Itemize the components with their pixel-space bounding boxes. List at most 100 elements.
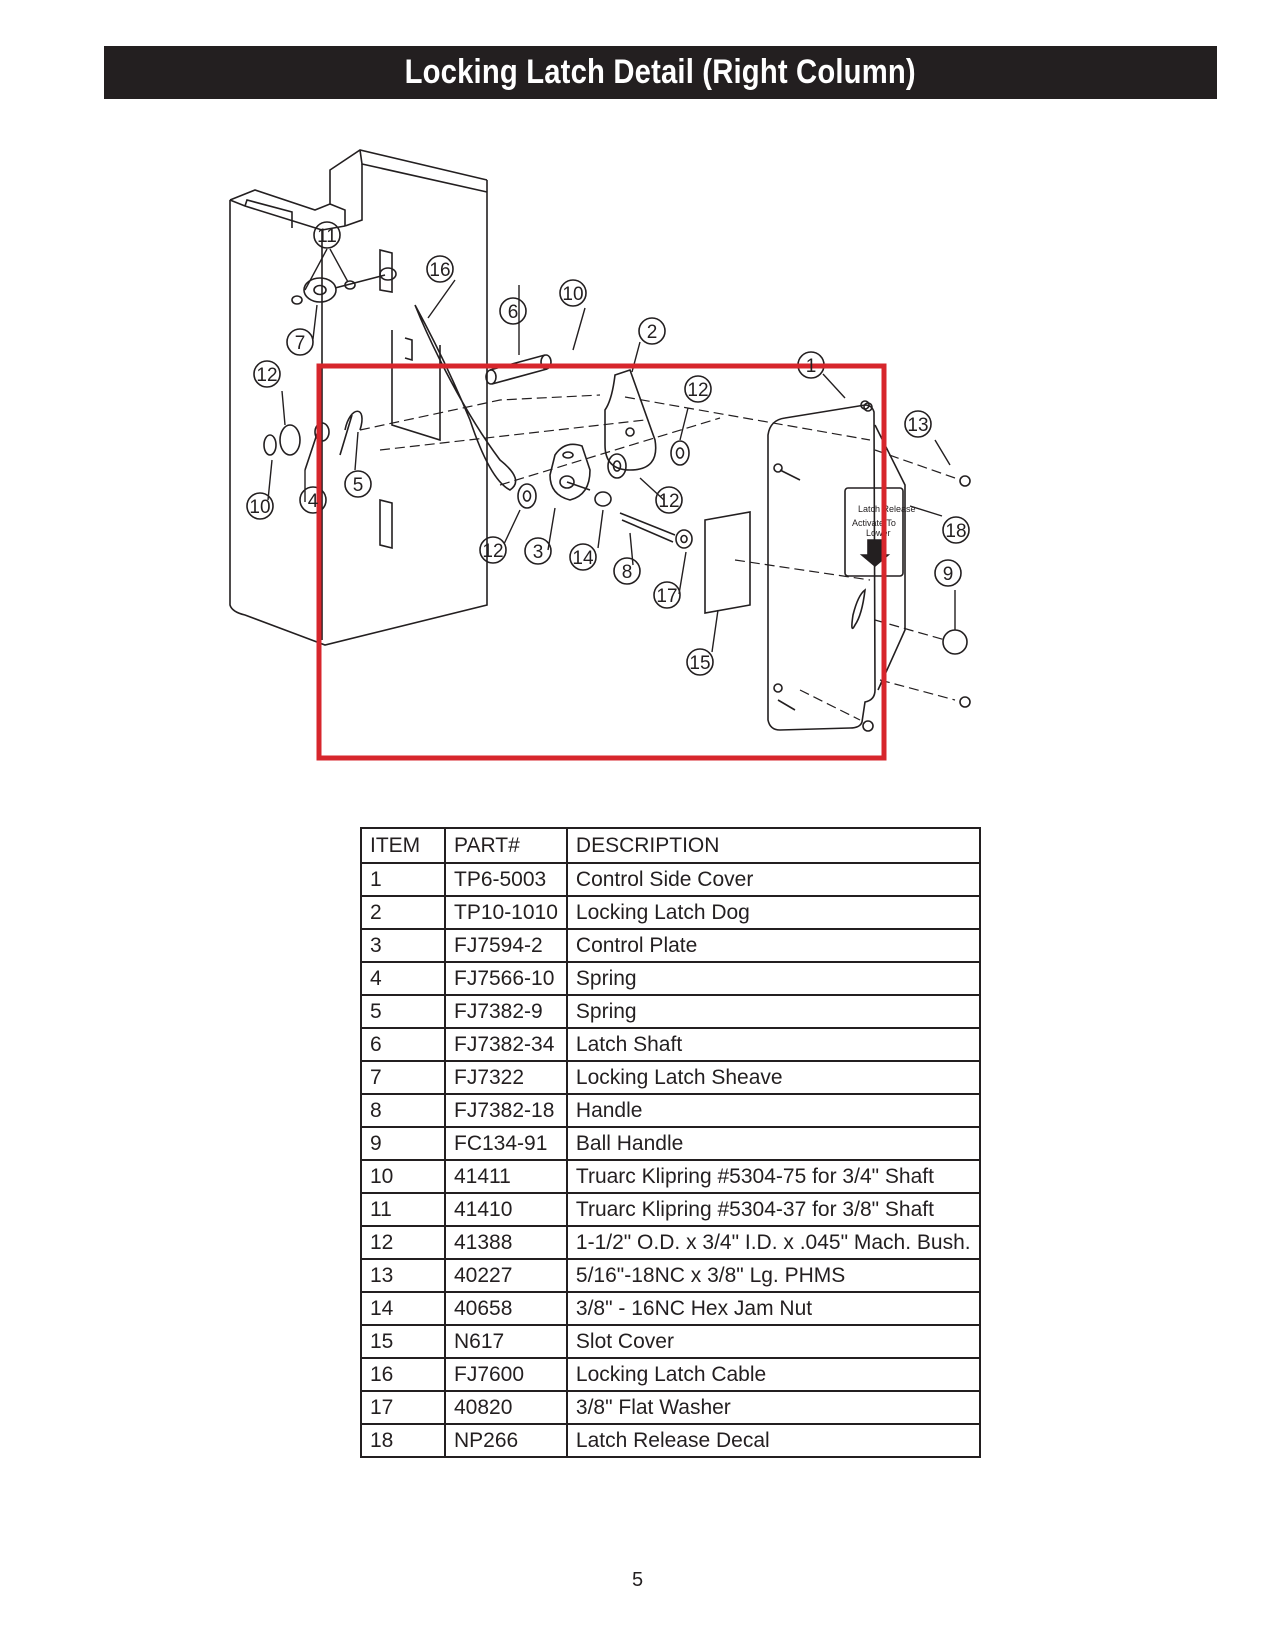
cell-description: Truarc Klipring #5304-37 for 3/8" Shaft — [565, 1192, 981, 1227]
cell-item: 15 — [360, 1324, 446, 1359]
cell-part-number: NP266 — [444, 1423, 568, 1458]
header-item: ITEM — [360, 827, 446, 864]
flat-washer-hole — [680, 534, 688, 544]
cell-part-number: 40227 — [444, 1258, 568, 1293]
cell-item: 12 — [360, 1225, 446, 1260]
cell-part-number: FJ7322 — [444, 1060, 568, 1095]
cell-description: Locking Latch Sheave — [565, 1060, 981, 1095]
cell-item: 13 — [360, 1258, 446, 1293]
cell-description: Ball Handle — [565, 1126, 981, 1161]
callout-labels: 11 16 10 6 2 12 1 13 7 12 12 10 4 5 12 3… — [249, 226, 966, 674]
cell-part-number: FJ7566-10 — [444, 961, 568, 996]
exploded-parts-diagram: Latch Release Activate To Lower — [0, 0, 1275, 800]
callout-11-top: 11 — [317, 226, 337, 247]
cell-item: 14 — [360, 1291, 446, 1326]
diagram-svg: Latch Release Activate To Lower — [229, 149, 971, 761]
column-outline — [229, 149, 488, 646]
callout-18: 18 — [945, 521, 966, 542]
cell-part-number: 40820 — [444, 1390, 568, 1425]
locking-latch-cable — [414, 304, 517, 491]
cell-part-number: FJ7382-34 — [444, 1027, 568, 1062]
callout-3: 3 — [533, 542, 544, 563]
cell-item: 8 — [360, 1093, 446, 1128]
cell-description: Latch Release Decal — [565, 1423, 981, 1458]
cell-item: 10 — [360, 1159, 446, 1194]
cell-part-number: 41411 — [444, 1159, 568, 1194]
hex-jam-nut — [594, 491, 612, 507]
callout-14: 14 — [572, 548, 594, 569]
callout-13: 13 — [907, 415, 928, 436]
cell-part-number: FJ7382-18 — [444, 1093, 568, 1128]
cell-item: 1 — [360, 862, 446, 897]
cell-item: 5 — [360, 994, 446, 1029]
callout-9: 9 — [943, 564, 954, 585]
slot-cover — [704, 511, 751, 614]
cell-description: Spring — [565, 994, 981, 1029]
sheave-assembly — [291, 267, 397, 305]
cell-description: Control Plate — [565, 928, 981, 963]
callout-1: 1 — [806, 356, 817, 377]
cell-item: 9 — [360, 1126, 446, 1161]
callout-12-right: 12 — [687, 380, 708, 401]
cell-item: 18 — [360, 1423, 446, 1458]
screw-top — [959, 475, 971, 487]
header-description: DESCRIPTION — [565, 827, 981, 864]
decal-line-1: Latch Release — [858, 504, 916, 514]
callout-12-left: 12 — [256, 365, 277, 386]
cell-description: Latch Shaft — [565, 1027, 981, 1062]
callout-12-bottom: 12 — [482, 541, 503, 562]
bushings — [517, 440, 690, 509]
cell-description: Locking Latch Dog — [565, 895, 981, 930]
page-title: Locking Latch Detail (Right Column) — [404, 53, 917, 91]
screw-lower — [862, 720, 874, 732]
cell-item: 6 — [360, 1027, 446, 1062]
cell-description: Spring — [565, 961, 981, 996]
cell-part-number: 40658 — [444, 1291, 568, 1326]
cell-part-number: FJ7600 — [444, 1357, 568, 1392]
callout-7: 7 — [295, 333, 306, 354]
cell-part-number: FJ7594-2 — [444, 928, 568, 963]
table-header-row: ITEM PART# DESCRIPTION — [360, 827, 981, 864]
title-bar: Locking Latch Detail (Right Column) — [104, 46, 1217, 99]
control-plate — [549, 443, 591, 501]
screw-bottom — [959, 696, 971, 708]
leader-lines — [267, 248, 956, 653]
page-number: 5 — [631, 1569, 644, 1591]
cell-part-number: TP10-1010 — [444, 895, 568, 930]
callout-circles — [246, 221, 970, 676]
cell-description: 3/8" Flat Washer — [565, 1390, 981, 1425]
decal-line-3: Lower — [866, 528, 891, 538]
callout-12-center: 12 — [658, 491, 679, 512]
callout-4: 4 — [308, 491, 319, 512]
cell-item: 11 — [360, 1192, 446, 1227]
cell-part-number: TP6-5003 — [444, 862, 568, 897]
cell-part-number: 41410 — [444, 1192, 568, 1227]
cell-description: Truarc Klipring #5304-75 for 3/4" Shaft — [565, 1159, 981, 1194]
cell-item: 7 — [360, 1060, 446, 1095]
cell-description: Slot Cover — [565, 1324, 981, 1359]
cell-item: 3 — [360, 928, 446, 963]
highlight-box — [316, 363, 887, 761]
cell-part-number: FJ7382-9 — [444, 994, 568, 1029]
cell-description: Locking Latch Cable — [565, 1357, 981, 1392]
callout-2: 2 — [647, 322, 658, 343]
cell-part-number: N617 — [444, 1324, 568, 1359]
callout-6: 6 — [508, 302, 519, 323]
callout-16: 16 — [429, 260, 450, 281]
cell-item: 17 — [360, 1390, 446, 1425]
